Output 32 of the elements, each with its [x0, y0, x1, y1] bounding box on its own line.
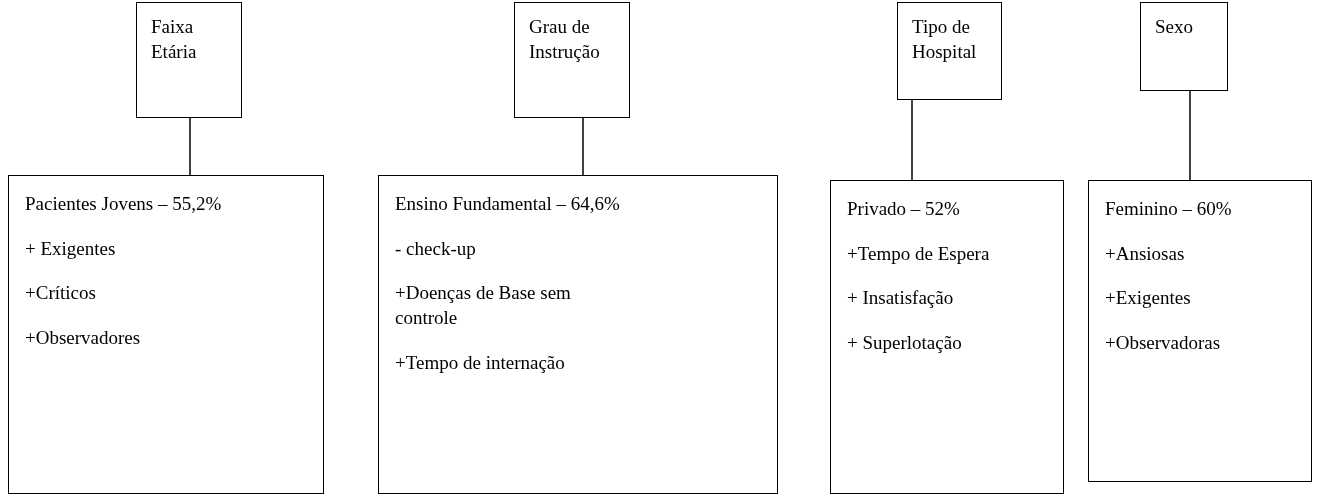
item-text: +Tempo de internação [395, 350, 566, 375]
connector-line [189, 117, 191, 176]
item-text: +Observadoras [1105, 331, 1222, 356]
item-text: - check-up [395, 236, 477, 261]
heading-text: Feminino – 60% [1105, 197, 1233, 221]
item-text: + Insatisfação [847, 286, 955, 311]
connector-line [1189, 90, 1191, 181]
heading-text: Ensino Fundamental – 64,6% [395, 192, 621, 216]
detail-box [378, 175, 778, 494]
category-label: Faixa Etária [151, 15, 198, 64]
item-text: + Superlotação [847, 331, 963, 356]
item-text: +Tempo de Espera [847, 241, 991, 266]
item-text: +Exigentes [1105, 286, 1192, 311]
category-box [514, 2, 630, 118]
heading-text: Pacientes Jovens – 55,2% [25, 192, 223, 216]
item-text: +Observadores [25, 326, 142, 351]
detail-box [8, 175, 324, 494]
category-label: Grau de Instrução [529, 15, 601, 64]
heading-text: Privado – 52% [847, 197, 961, 221]
connector-line [582, 117, 584, 176]
category-label: Sexo [1155, 15, 1194, 39]
item-text: + Exigentes [25, 236, 117, 261]
category-box [136, 2, 242, 118]
connector-line [911, 99, 913, 181]
item-text: +Ansiosas [1105, 241, 1186, 266]
category-box [1140, 2, 1228, 91]
item-text: +Doenças de Base sem controle [395, 281, 572, 331]
category-label: Tipo de Hospital [912, 15, 978, 64]
category-box [897, 2, 1002, 100]
detail-box [1088, 180, 1312, 482]
detail-box [830, 180, 1064, 494]
item-text: +Críticos [25, 281, 97, 306]
